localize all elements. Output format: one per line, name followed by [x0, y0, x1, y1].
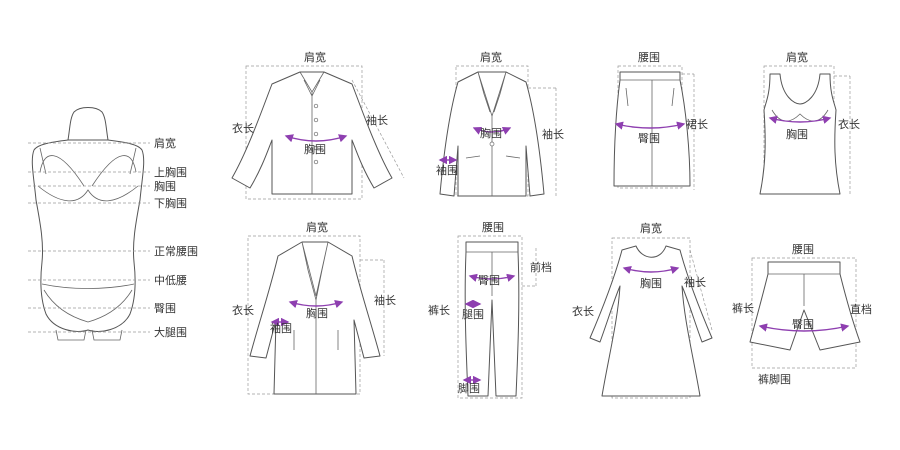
dress-diagram: 肩宽 胸围 袖长 衣长 [572, 221, 712, 398]
shorts-label-length: 裤长 [732, 301, 754, 315]
coat-label-cuff: 袖围 [270, 321, 292, 335]
mannequin-torso [32, 140, 143, 331]
pants-label-hem: 脚围 [458, 381, 480, 395]
blazer-label-sleeve: 袖长 [542, 127, 564, 141]
coat-diagram: 肩宽 衣长 袖长 胸围 袖围 [232, 220, 396, 394]
body-label-natural-waist: 正常腰围 [154, 245, 198, 258]
body-mannequin: 肩宽 上胸围 胸围 下胸围 正常腰围 中低腰 臀围 大腿围 [28, 108, 198, 341]
dress-label-sleeve: 袖长 [684, 275, 706, 289]
body-label-hip: 臀围 [154, 302, 176, 315]
pants-diagram: 腰围 臀围 前档 裤长 腿围 脚围 [428, 221, 552, 398]
shirt-label-shoulder: 肩宽 [304, 50, 326, 64]
body-label-thigh: 大腿围 [154, 325, 187, 339]
blazer-label-cuff: 袖围 [436, 163, 458, 177]
body-label-bust: 胸围 [154, 179, 176, 193]
pants-label-front-rise: 前档 [530, 260, 552, 274]
blazer-label-chest: 胸围 [480, 126, 502, 140]
skirt-diagram: 腰围 臀围 裙长 [614, 51, 708, 190]
body-label-mid-low-waist: 中低腰 [154, 274, 187, 287]
shorts-label-rise: 直档 [850, 302, 872, 316]
coat-label-chest: 胸围 [306, 306, 328, 320]
tank-diagram: 肩宽 胸围 衣长 [760, 50, 860, 194]
shorts-diagram: 腰围 臀围 裤长 直档 裤脚围 [732, 243, 872, 386]
pants-label-thigh: 腿围 [462, 308, 484, 321]
shorts-body [750, 262, 860, 350]
dress-label-length: 衣长 [572, 304, 594, 318]
coat-label-shoulder: 肩宽 [306, 220, 328, 234]
tank-label-chest: 胸围 [786, 127, 808, 141]
skirt-label-hip: 臀围 [638, 132, 660, 145]
blazer-diagram: 肩宽 胸围 袖长 袖围 [436, 50, 564, 198]
pants-label-length: 裤长 [428, 303, 450, 317]
pants-label-hip: 臀围 [478, 274, 500, 287]
coat-label-sleeve: 袖长 [374, 293, 396, 307]
dress-label-shoulder: 肩宽 [640, 221, 662, 235]
skirt-label-waist: 腰围 [638, 51, 660, 64]
skirt-label-length: 裙长 [686, 118, 708, 131]
shirt-label-length: 衣长 [232, 121, 254, 135]
dress-label-chest: 胸围 [640, 276, 662, 290]
blazer-label-shoulder: 肩宽 [480, 50, 502, 64]
coat-label-length: 衣长 [232, 303, 254, 317]
mannequin-legs [56, 330, 122, 340]
dress-body [590, 246, 712, 396]
shorts-label-hip: 臀围 [792, 318, 814, 331]
shorts-label-waist: 腰围 [792, 243, 814, 256]
shorts-label-hem: 裤脚围 [758, 372, 791, 386]
body-label-upper-bust: 上胸围 [154, 165, 187, 179]
body-label-under-bust: 下胸围 [154, 196, 187, 210]
tank-label-shoulder: 肩宽 [786, 50, 808, 64]
shirt-label-sleeve: 袖长 [366, 113, 388, 127]
shirt-diagram: 肩宽 衣长 袖长 胸围 [232, 50, 404, 199]
mannequin-neck [68, 108, 108, 141]
body-label-shoulder: 肩宽 [154, 136, 176, 150]
shirt-label-chest: 胸围 [304, 142, 326, 156]
pants-label-waist: 腰围 [482, 221, 504, 234]
tank-label-length: 衣长 [838, 117, 860, 131]
